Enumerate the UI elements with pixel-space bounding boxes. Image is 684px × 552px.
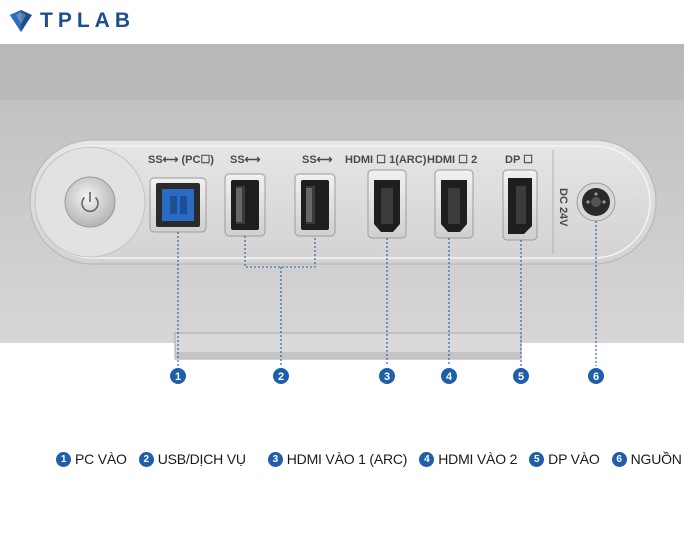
callout-number: 6 (593, 371, 599, 383)
callout-number: 1 (175, 371, 181, 383)
legend-number: 6 (611, 451, 627, 467)
callout-marker (170, 368, 186, 384)
port-legend: 1 PC VÀO 2 USB/DỊCH VỤ 3 HDMI VÀO 1 (ARC… (56, 448, 682, 470)
legend-item: 6 NGUỒN (611, 451, 682, 467)
port-label-2b: SS⟷ (302, 154, 333, 166)
port-label-2a: SS⟷ (230, 154, 261, 166)
callout-number: 5 (518, 371, 524, 383)
hdmi-port-icon[interactable] (434, 169, 474, 239)
callout-marker (379, 368, 395, 384)
legend-text: DP VÀO (548, 451, 600, 467)
hdmi-port-icon[interactable] (367, 169, 407, 239)
port-label-4: HDMI ☐ 2 (427, 154, 477, 166)
callout-number: 2 (278, 371, 284, 383)
diamond-logo-icon (10, 10, 32, 32)
port-label-3: HDMI ☐ 1(ARC) (345, 154, 427, 166)
legend-item: 2 USB/DỊCH VỤ (138, 451, 246, 467)
legend-text: NGUỒN (630, 451, 682, 467)
legend-number: 5 (529, 451, 545, 467)
port-label-1: SS⟷ (PC☐) (148, 154, 214, 166)
legend-item: 4 HDMI VÀO 2 (419, 451, 517, 467)
legend-text: PC VÀO (75, 451, 127, 467)
callout-lines (177, 221, 597, 366)
callout-marker (273, 368, 289, 384)
brand-logo: TPLAB (8, 8, 135, 34)
legend-item: 3 HDMI VÀO 1 (ARC) (267, 451, 408, 467)
legend-text: USB/DỊCH VỤ (157, 451, 246, 467)
callout-marker (441, 368, 457, 384)
port-label-5: DP ☐ (505, 154, 533, 166)
callout-marker (588, 368, 604, 384)
legend-number: 1 (56, 451, 71, 467)
callout-number: 4 (446, 371, 453, 383)
callout-marker (513, 368, 529, 384)
usb-b-port-icon[interactable] (149, 177, 207, 233)
port-label-6: DC 24V (557, 188, 569, 227)
port-panel (29, 139, 657, 265)
legend-text: HDMI VÀO 1 (ARC) (286, 451, 408, 467)
legend-item: 5 DP VÀO (529, 451, 600, 467)
legend-number: 2 (138, 451, 154, 467)
brand-name: TPLAB (40, 9, 135, 32)
usb-a-port-icon[interactable] (224, 173, 266, 237)
legend-number: 3 (267, 451, 283, 467)
legend-text: HDMI VÀO 2 (438, 451, 518, 467)
displayport-icon[interactable] (502, 169, 538, 241)
callout-number: 3 (384, 371, 390, 383)
dc-power-jack-icon[interactable] (576, 182, 616, 222)
usb-a-port-icon[interactable] (294, 173, 336, 237)
power-icon (81, 192, 99, 213)
legend-number: 4 (419, 451, 435, 467)
legend-item: 1 PC VÀO (56, 451, 127, 467)
